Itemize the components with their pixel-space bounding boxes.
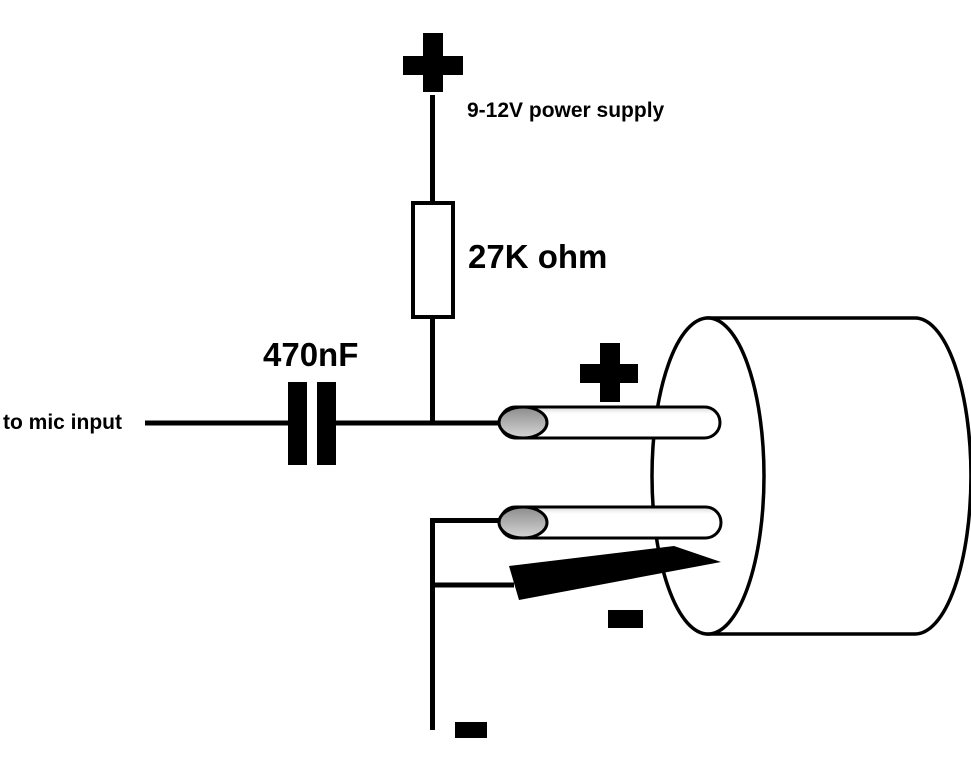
mic-pin-negative-end [497, 505, 549, 540]
mic-capsule-front-face [650, 316, 766, 636]
mic-pin-positive-end [497, 405, 549, 440]
resistor-value-label: 27K ohm [468, 238, 607, 275]
capacitor-value-label: 470nF [263, 336, 358, 373]
mic-pin-positive [497, 405, 722, 440]
mic-input-label: to mic input [3, 411, 122, 434]
mic-case-minus-icon [608, 610, 643, 628]
capacitor-plate-left [288, 382, 307, 465]
mic-case-tab [509, 546, 721, 600]
power-positive-plus-icon [403, 33, 463, 92]
resistor-body [411, 201, 455, 319]
capacitor-plate-right [317, 382, 336, 465]
mic-pin-positive-plus-icon [580, 343, 638, 402]
mic-pin-negative [497, 505, 723, 540]
power-supply-label: 9-12V power supply [467, 99, 665, 122]
ground-minus-icon [455, 722, 487, 738]
mic-capsule [650, 316, 971, 636]
